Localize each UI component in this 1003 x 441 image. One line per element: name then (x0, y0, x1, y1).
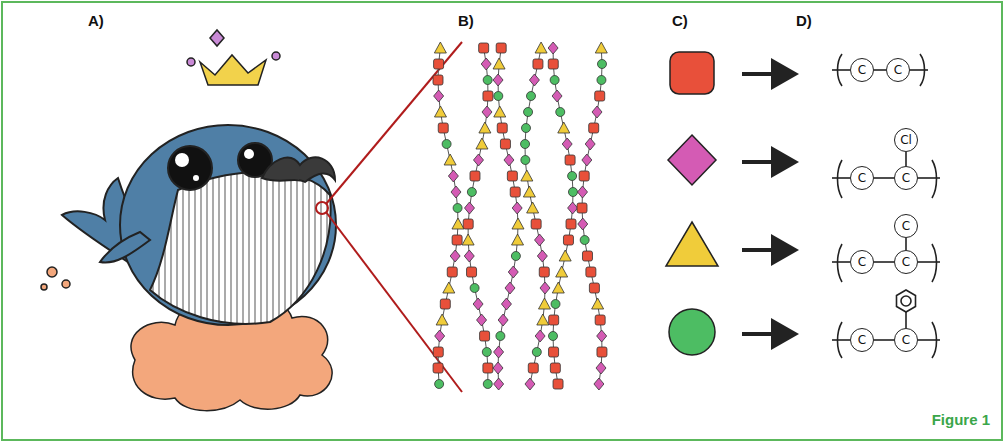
bond-line (874, 261, 894, 263)
polymer-chains (433, 42, 607, 390)
atom-circle: C (850, 166, 874, 190)
panel-label: B) (458, 12, 474, 29)
atom-circle: C (894, 250, 918, 274)
repeat-brackets (832, 54, 940, 358)
atom-circle: C (894, 214, 918, 238)
zoom-lines (316, 42, 462, 392)
atom-circle: C (850, 328, 874, 352)
bond-line (874, 339, 894, 341)
atom-circle: C (886, 58, 910, 82)
atom-circle: C (894, 328, 918, 352)
atom-symbol: C (902, 220, 910, 232)
atom-symbol: C (858, 256, 866, 268)
bond-line (874, 177, 894, 179)
monomer-shapes (666, 52, 718, 355)
atom-symbol: C (894, 64, 902, 76)
atom-symbol: C (858, 64, 866, 76)
whale (62, 125, 336, 325)
transform-arrows (742, 74, 795, 334)
benzene-ring (897, 290, 916, 328)
figure-caption: Figure 1 (932, 411, 990, 428)
atom-circle: Cl (894, 128, 918, 152)
atom-symbol: C (858, 172, 866, 184)
crown (187, 30, 280, 85)
atom-symbol: C (902, 334, 910, 346)
atom-circle: C (850, 250, 874, 274)
atom-symbol: Cl (900, 134, 912, 146)
panel-label: A) (88, 12, 104, 29)
atom-symbol: C (902, 172, 910, 184)
panel-label: C) (672, 12, 688, 29)
atom-symbol: C (902, 256, 910, 268)
bond-line (905, 152, 907, 166)
bond-line (905, 238, 907, 250)
bond-line (874, 69, 886, 71)
atom-circle: C (850, 58, 874, 82)
atom-circle: C (894, 166, 918, 190)
panel-label: D) (796, 12, 812, 29)
atom-symbol: C (858, 334, 866, 346)
